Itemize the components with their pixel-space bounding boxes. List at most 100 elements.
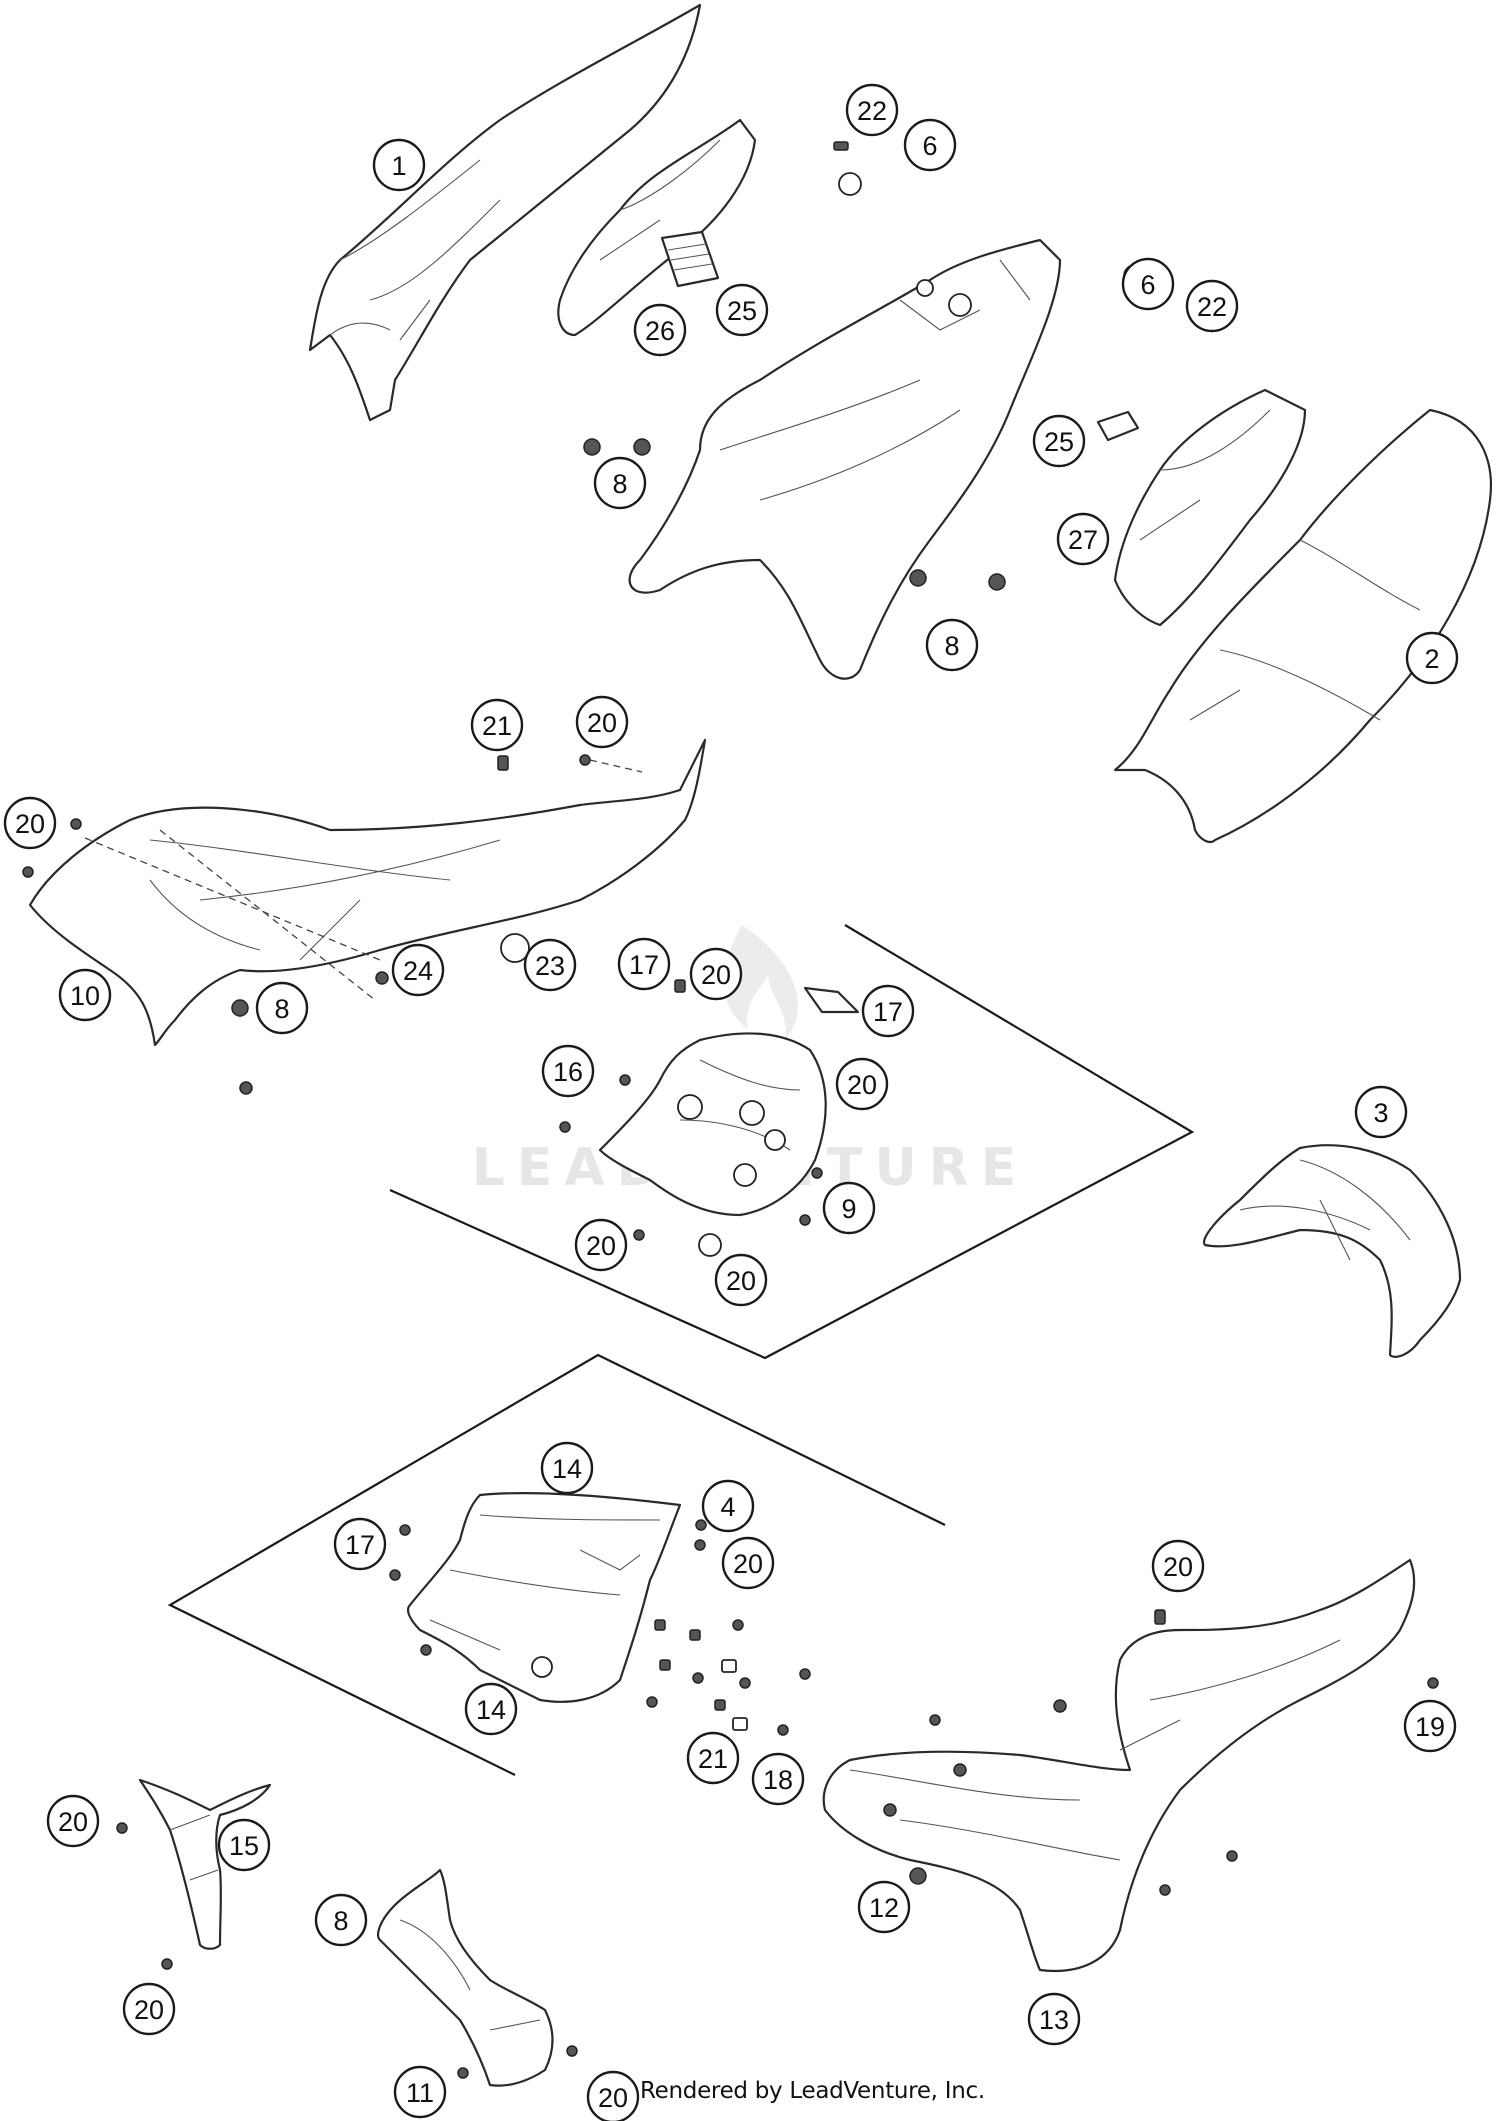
callout-circle bbox=[1354, 1085, 1408, 1139]
callout-label: 9 bbox=[841, 1194, 856, 1224]
callout-11: 11 bbox=[393, 2065, 447, 2119]
callout-20: 20 bbox=[575, 695, 629, 749]
callout-20: 20 bbox=[3, 796, 57, 850]
assembly-frame-upper bbox=[389, 924, 1195, 1360]
callout-label: 8 bbox=[944, 631, 959, 661]
part-screw bbox=[389, 1569, 401, 1581]
callout-circle bbox=[715, 283, 769, 337]
callout-circle bbox=[686, 1731, 740, 1785]
callout-label: 8 bbox=[274, 994, 289, 1024]
callout-circle bbox=[372, 138, 426, 192]
part-nut bbox=[883, 1803, 897, 1817]
part-nut bbox=[375, 971, 389, 985]
callout-21: 21 bbox=[686, 1731, 740, 1785]
part-screw bbox=[579, 754, 591, 766]
callout-label: 8 bbox=[612, 469, 627, 499]
callout-circle bbox=[393, 2065, 447, 2119]
callout-10: 10 bbox=[58, 968, 112, 1022]
callout-label: 4 bbox=[720, 1492, 735, 1522]
callout-20: 20 bbox=[122, 1982, 176, 2036]
alignment-line bbox=[159, 829, 376, 1001]
callout-circle bbox=[46, 1794, 100, 1848]
part-screw bbox=[811, 1167, 823, 1179]
callout-20: 20 bbox=[835, 1057, 889, 1111]
part-screw bbox=[833, 141, 849, 151]
part-screw bbox=[695, 1519, 707, 1531]
part-screw bbox=[161, 1958, 173, 1970]
part-inner-tail-cover-left bbox=[557, 118, 757, 337]
callout-circle bbox=[122, 1982, 176, 2036]
part-clip bbox=[239, 1081, 253, 1095]
callout-label: 20 bbox=[701, 960, 731, 990]
callout-circle bbox=[470, 698, 524, 752]
callout-circle bbox=[903, 118, 957, 172]
callout-circle bbox=[1121, 257, 1175, 311]
callout-13: 13 bbox=[1027, 1992, 1081, 2046]
part-screw bbox=[70, 818, 82, 830]
part-grommet-nut bbox=[231, 999, 249, 1017]
part-screw bbox=[799, 1214, 811, 1226]
callout-25: 25 bbox=[715, 283, 769, 337]
part-screw bbox=[633, 1229, 645, 1241]
callout-label: 17 bbox=[345, 1530, 375, 1560]
part-clip bbox=[1154, 1609, 1166, 1625]
callout-20: 20 bbox=[1151, 1539, 1205, 1593]
callout-label: 20 bbox=[733, 1549, 763, 1579]
part-inner-tail-cover-right bbox=[1113, 388, 1307, 627]
part-grommet-nut bbox=[633, 438, 651, 456]
callout-circle bbox=[701, 1479, 755, 1533]
callout-label: 21 bbox=[698, 1744, 728, 1774]
callout-23: 23 bbox=[523, 938, 577, 992]
callout-circle bbox=[1032, 414, 1086, 468]
callout-4: 4 bbox=[701, 1479, 755, 1533]
callout-circle bbox=[1405, 631, 1459, 685]
callout-label: 1 bbox=[391, 151, 406, 181]
part-clip bbox=[674, 979, 686, 993]
callout-label: 20 bbox=[847, 1070, 877, 1100]
callout-21: 21 bbox=[470, 698, 524, 752]
part-fastener-cluster bbox=[654, 1619, 811, 1736]
callout-circle bbox=[255, 981, 309, 1035]
part-grommet-nut bbox=[583, 438, 601, 456]
callout-18: 18 bbox=[751, 1752, 805, 1806]
callout-20: 20 bbox=[574, 1218, 628, 1272]
callout-15: 15 bbox=[217, 1818, 271, 1872]
part-screw bbox=[646, 1696, 658, 1708]
part-left-side-fairing bbox=[28, 738, 707, 1047]
part-grommet-nut bbox=[909, 569, 927, 587]
callout-1: 1 bbox=[372, 138, 426, 192]
callout-14: 14 bbox=[540, 1441, 594, 1495]
callout-label: 3 bbox=[1373, 1098, 1388, 1128]
callout-label: 8 bbox=[333, 1906, 348, 1936]
callout-circle bbox=[523, 938, 577, 992]
rendered-by-credit: Rendered by LeadVenture, Inc. bbox=[640, 2078, 985, 2104]
callout-circle bbox=[58, 968, 112, 1022]
part-screw bbox=[457, 2067, 469, 2079]
part-screw bbox=[619, 1074, 631, 1086]
callout-22: 22 bbox=[845, 83, 899, 137]
callout-label: 17 bbox=[629, 950, 659, 980]
callout-label: 10 bbox=[70, 981, 100, 1011]
part-lower-bracket-12 bbox=[138, 1778, 272, 1950]
callout-2: 2 bbox=[1405, 631, 1459, 685]
callout-6: 6 bbox=[903, 118, 957, 172]
part-screw bbox=[399, 1524, 411, 1536]
callout-circle bbox=[3, 796, 57, 850]
part-grommet-nut bbox=[988, 573, 1006, 591]
callout-circle bbox=[1403, 1699, 1457, 1753]
callout-12: 12 bbox=[857, 1880, 911, 1934]
part-screw bbox=[566, 2045, 578, 2057]
callout-label: 20 bbox=[58, 1807, 88, 1837]
callout-label: 12 bbox=[869, 1893, 899, 1923]
part-screw bbox=[116, 1822, 128, 1834]
part-screw bbox=[22, 866, 34, 878]
callout-label: 13 bbox=[1039, 2005, 1069, 2035]
part-lower-fairing-bracket bbox=[406, 1491, 682, 1703]
callout-label: 27 bbox=[1068, 525, 1098, 555]
part-grommet-nut bbox=[909, 1867, 927, 1885]
part-screw bbox=[1226, 1850, 1238, 1862]
callout-19: 19 bbox=[1403, 1699, 1457, 1753]
callout-circle bbox=[464, 1682, 518, 1736]
callout-label: 20 bbox=[15, 809, 45, 839]
callout-8: 8 bbox=[314, 1893, 368, 1947]
